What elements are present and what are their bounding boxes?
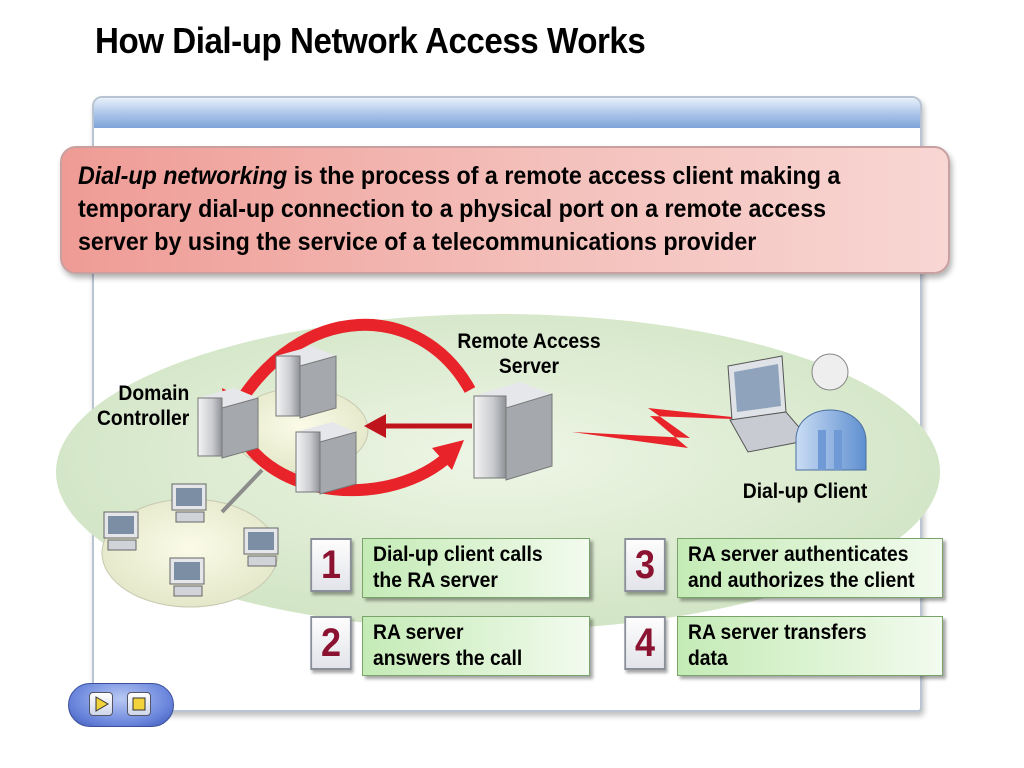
panel-header-bar <box>94 98 920 128</box>
step-number-2: 2 <box>310 616 352 670</box>
dial-up-client-label: Dial-up Client <box>742 480 868 503</box>
play-icon <box>95 696 109 712</box>
lan-server-top <box>275 346 337 419</box>
remote-access-server-label: Remote Access Server <box>457 330 601 378</box>
step-number-1: 1 <box>310 538 352 592</box>
slide-navigation-control <box>68 683 174 727</box>
authentication-arrow-upper <box>229 318 476 414</box>
workstation-4 <box>169 557 205 597</box>
definition-box: Dial-up networking is the process of a r… <box>60 146 950 274</box>
definition-body: is the process of a remote access client… <box>78 162 841 256</box>
workstation-1 <box>103 511 139 551</box>
domain-controller-label: Domain Controller <box>96 382 190 430</box>
workstation-2 <box>171 483 207 523</box>
stop-icon <box>132 697 146 711</box>
lan-link-line <box>220 468 264 514</box>
step-text-3: RA server authenticates and authorizes t… <box>688 543 915 592</box>
authentication-arrowhead-lower <box>432 440 464 470</box>
step-number-4: 4 <box>624 616 666 670</box>
stop-button[interactable] <box>127 692 151 716</box>
step-box-3: RA server authenticates and authorizes t… <box>677 538 943 598</box>
slide-title: How Dial-up Network Access Works <box>95 20 646 61</box>
definition-text: Dial-up networking is the process of a r… <box>78 160 878 259</box>
step-box-4: RA server transfers data <box>677 616 943 676</box>
domain-controller-server <box>197 388 259 459</box>
step-box-1: Dial-up client calls the RA server <box>362 538 590 598</box>
dial-up-client-user <box>795 353 867 471</box>
step-text-4: RA server transfers data <box>688 621 867 670</box>
step-text-2: RA server answers the call <box>373 621 523 670</box>
step-box-2: RA server answers the call <box>362 616 590 676</box>
definition-term: Dial-up networking <box>78 162 288 190</box>
play-button[interactable] <box>89 692 113 716</box>
workstation-3 <box>243 527 279 567</box>
dial-up-client-laptop <box>727 355 811 453</box>
step-number-3: 3 <box>624 538 666 592</box>
data-transfer-arrowhead <box>364 414 386 438</box>
remote-access-server <box>473 382 553 481</box>
lan-server-bottom <box>295 422 357 495</box>
step-text-1: Dial-up client calls the RA server <box>373 543 543 592</box>
dial-up-link-bolt <box>572 408 760 448</box>
